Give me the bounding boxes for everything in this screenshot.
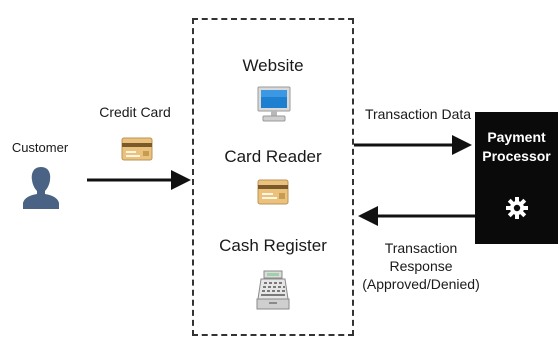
card-reader-icon (257, 179, 289, 205)
transaction-response-line: Response (389, 258, 453, 274)
transaction-response-line: (Approved/Denied) (362, 276, 480, 292)
monitor-icon (257, 86, 291, 122)
payment-processor-title-line: Processor (482, 148, 551, 164)
cash-register-label: Cash Register (219, 236, 327, 255)
transaction-data-arrow (354, 135, 472, 155)
gear-icon (506, 197, 528, 219)
card-reader-label: Card Reader (224, 147, 322, 166)
credit-card-icon (121, 137, 153, 161)
transaction-response-label: Transaction Response (Approved/Denied) (360, 239, 482, 293)
transaction-response-arrow (358, 206, 475, 226)
payment-processor-title-line: Payment (487, 129, 546, 145)
cash-register-icon (256, 270, 290, 310)
payment-processor-title: Payment Processor (475, 128, 558, 166)
customer-to-system-arrow (87, 170, 191, 190)
user-icon (23, 167, 59, 209)
website-label: Website (242, 56, 304, 75)
transaction-data-label: Transaction Data (364, 106, 472, 122)
customer-label: Customer (11, 140, 69, 155)
transaction-response-line: Transaction (384, 240, 458, 256)
merchant-system-box (192, 18, 354, 336)
credit-card-label: Credit Card (99, 104, 171, 120)
payment-processor-box: Payment Processor (475, 112, 558, 244)
